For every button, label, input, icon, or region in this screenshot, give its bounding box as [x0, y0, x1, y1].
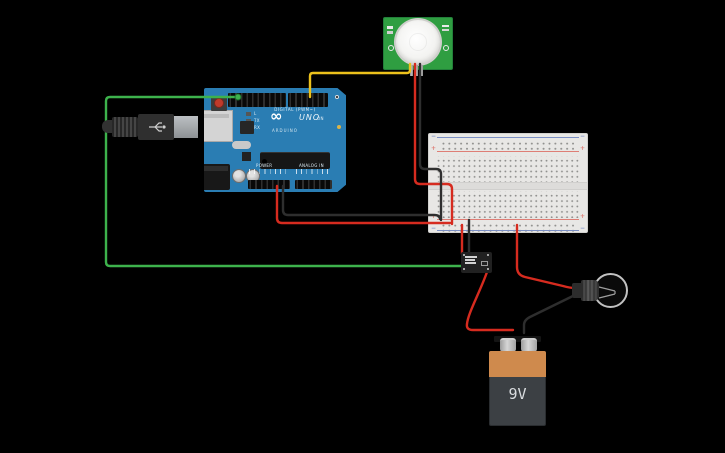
usb-interface-chip: [240, 121, 254, 134]
board-name: UNO: [299, 113, 321, 122]
rail-plus-symbol: +: [431, 145, 437, 152]
breadboard[interactable]: − + − + + − + −: [428, 133, 588, 233]
rail-minus-symbol: −: [431, 225, 437, 232]
wire-red-arduino-5v[interactable]: [275, 184, 452, 225]
digital-header-left[interactable]: [228, 93, 286, 107]
on-led-label: ON: [317, 116, 324, 121]
pir-component: [387, 26, 393, 29]
pir-component: [387, 31, 393, 34]
wire-yellow-pir-signal[interactable]: [308, 62, 412, 99]
rail-plus-symbol: +: [431, 213, 437, 220]
power-header-label: POWER: [256, 163, 273, 168]
pir-ground-pin[interactable]: [420, 65, 423, 76]
cable-strain-relief: [102, 120, 114, 133]
pir-screw-hole: [443, 45, 449, 51]
breadboard-center-channel: [429, 182, 587, 190]
led-rx-label: RX: [254, 125, 261, 130]
pir-component: [442, 25, 449, 27]
breadboard-bottom-positive-line: [437, 219, 579, 220]
usb-plug-metal: [174, 116, 198, 138]
mounting-hole: [335, 95, 339, 99]
battery-voltage-label: 9V: [508, 385, 527, 403]
capacitor: [232, 169, 246, 183]
bulb-socket: [581, 280, 599, 301]
cable-ribbed-grip: [112, 117, 138, 137]
digital-header-label: DIGITAL (PWM~): [274, 107, 316, 112]
usb-cable[interactable]: [100, 112, 200, 142]
rail-minus-symbol: −: [579, 133, 585, 140]
bulb-filament: [598, 286, 616, 299]
bulb-socket-cap: [572, 283, 583, 298]
usb-plug: [138, 114, 174, 140]
battery-cap: [494, 336, 541, 342]
led-l: [246, 112, 251, 116]
relay-module[interactable]: [461, 252, 492, 273]
breadboard-bottom-negative-line: [437, 230, 579, 231]
battery-negative-terminal[interactable]: [521, 338, 537, 352]
small-component: [242, 152, 251, 161]
crystal-oscillator: [232, 141, 251, 149]
breadboard-top-positive-line: [437, 151, 579, 152]
relay-pin: [463, 254, 465, 256]
relay-pin: [487, 254, 489, 256]
digital-header-right[interactable]: [288, 93, 328, 107]
relay-text-line: [465, 256, 477, 258]
wire-red-relay-to-battery[interactable]: [465, 270, 515, 332]
wire-green-signal[interactable]: [104, 95, 463, 268]
led-l-label: L: [254, 111, 257, 116]
relay-text-line: [465, 262, 476, 264]
relay-pin: [487, 268, 489, 270]
power-pin-labels: [249, 169, 290, 174]
analog-header[interactable]: [295, 180, 332, 189]
wire-black-arduino-gnd[interactable]: [281, 184, 442, 221]
arduino-brand-text: ARDUINO: [272, 128, 298, 133]
pir-power-pin[interactable]: [415, 65, 418, 76]
relay-symbol: [481, 261, 488, 266]
reset-button[interactable]: [214, 98, 224, 108]
pir-signal-pin[interactable]: [410, 65, 413, 76]
pir-screw-hole: [388, 45, 394, 51]
wire-red-pir-power[interactable]: [413, 62, 454, 226]
led-tx-label: TX: [254, 118, 260, 123]
relay-pin: [463, 268, 465, 270]
mounting-pad: [337, 125, 341, 129]
analog-pin-labels: [296, 169, 332, 174]
pir-fresnel-dome: [396, 20, 440, 64]
breadboard-top-rail-holes[interactable]: [439, 140, 577, 150]
rail-minus-symbol: −: [431, 133, 437, 140]
breadboard-top-negative-line: [437, 137, 579, 138]
battery-9v[interactable]: 9V: [489, 335, 546, 426]
wire-black-pir-ground[interactable]: [418, 62, 443, 222]
arduino-uno[interactable]: DIGITAL (PWM~) L TX RX ∞ UNO ARDUINO ON …: [204, 88, 346, 192]
power-header[interactable]: [248, 180, 290, 189]
light-bulb[interactable]: [566, 271, 630, 313]
relay-text-line: [465, 259, 475, 261]
battery-positive-terminal[interactable]: [500, 338, 516, 352]
power-jack[interactable]: [204, 164, 230, 190]
analog-header-label: ANALOG IN: [299, 163, 324, 168]
pir-motion-sensor[interactable]: [383, 17, 453, 76]
wire-black-bulb-to-battery[interactable]: [522, 292, 579, 335]
rail-plus-symbol: +: [579, 145, 585, 152]
connection-dot[interactable]: [234, 93, 242, 101]
breadboard-bank-top[interactable]: [435, 156, 581, 183]
usb-trident-icon: [149, 122, 166, 132]
breadboard-bottom-rail-holes[interactable]: [439, 222, 577, 232]
breadboard-bank-bottom[interactable]: [435, 191, 581, 218]
battery-orange-band: [489, 351, 546, 377]
rail-minus-symbol: −: [579, 225, 585, 232]
rail-plus-symbol: +: [579, 213, 585, 220]
atmega-chip: [260, 152, 330, 169]
pir-component: [442, 29, 449, 31]
arduino-infinity-logo-icon: ∞: [270, 107, 283, 125]
wire-red-rail-to-bulb[interactable]: [515, 223, 577, 290]
